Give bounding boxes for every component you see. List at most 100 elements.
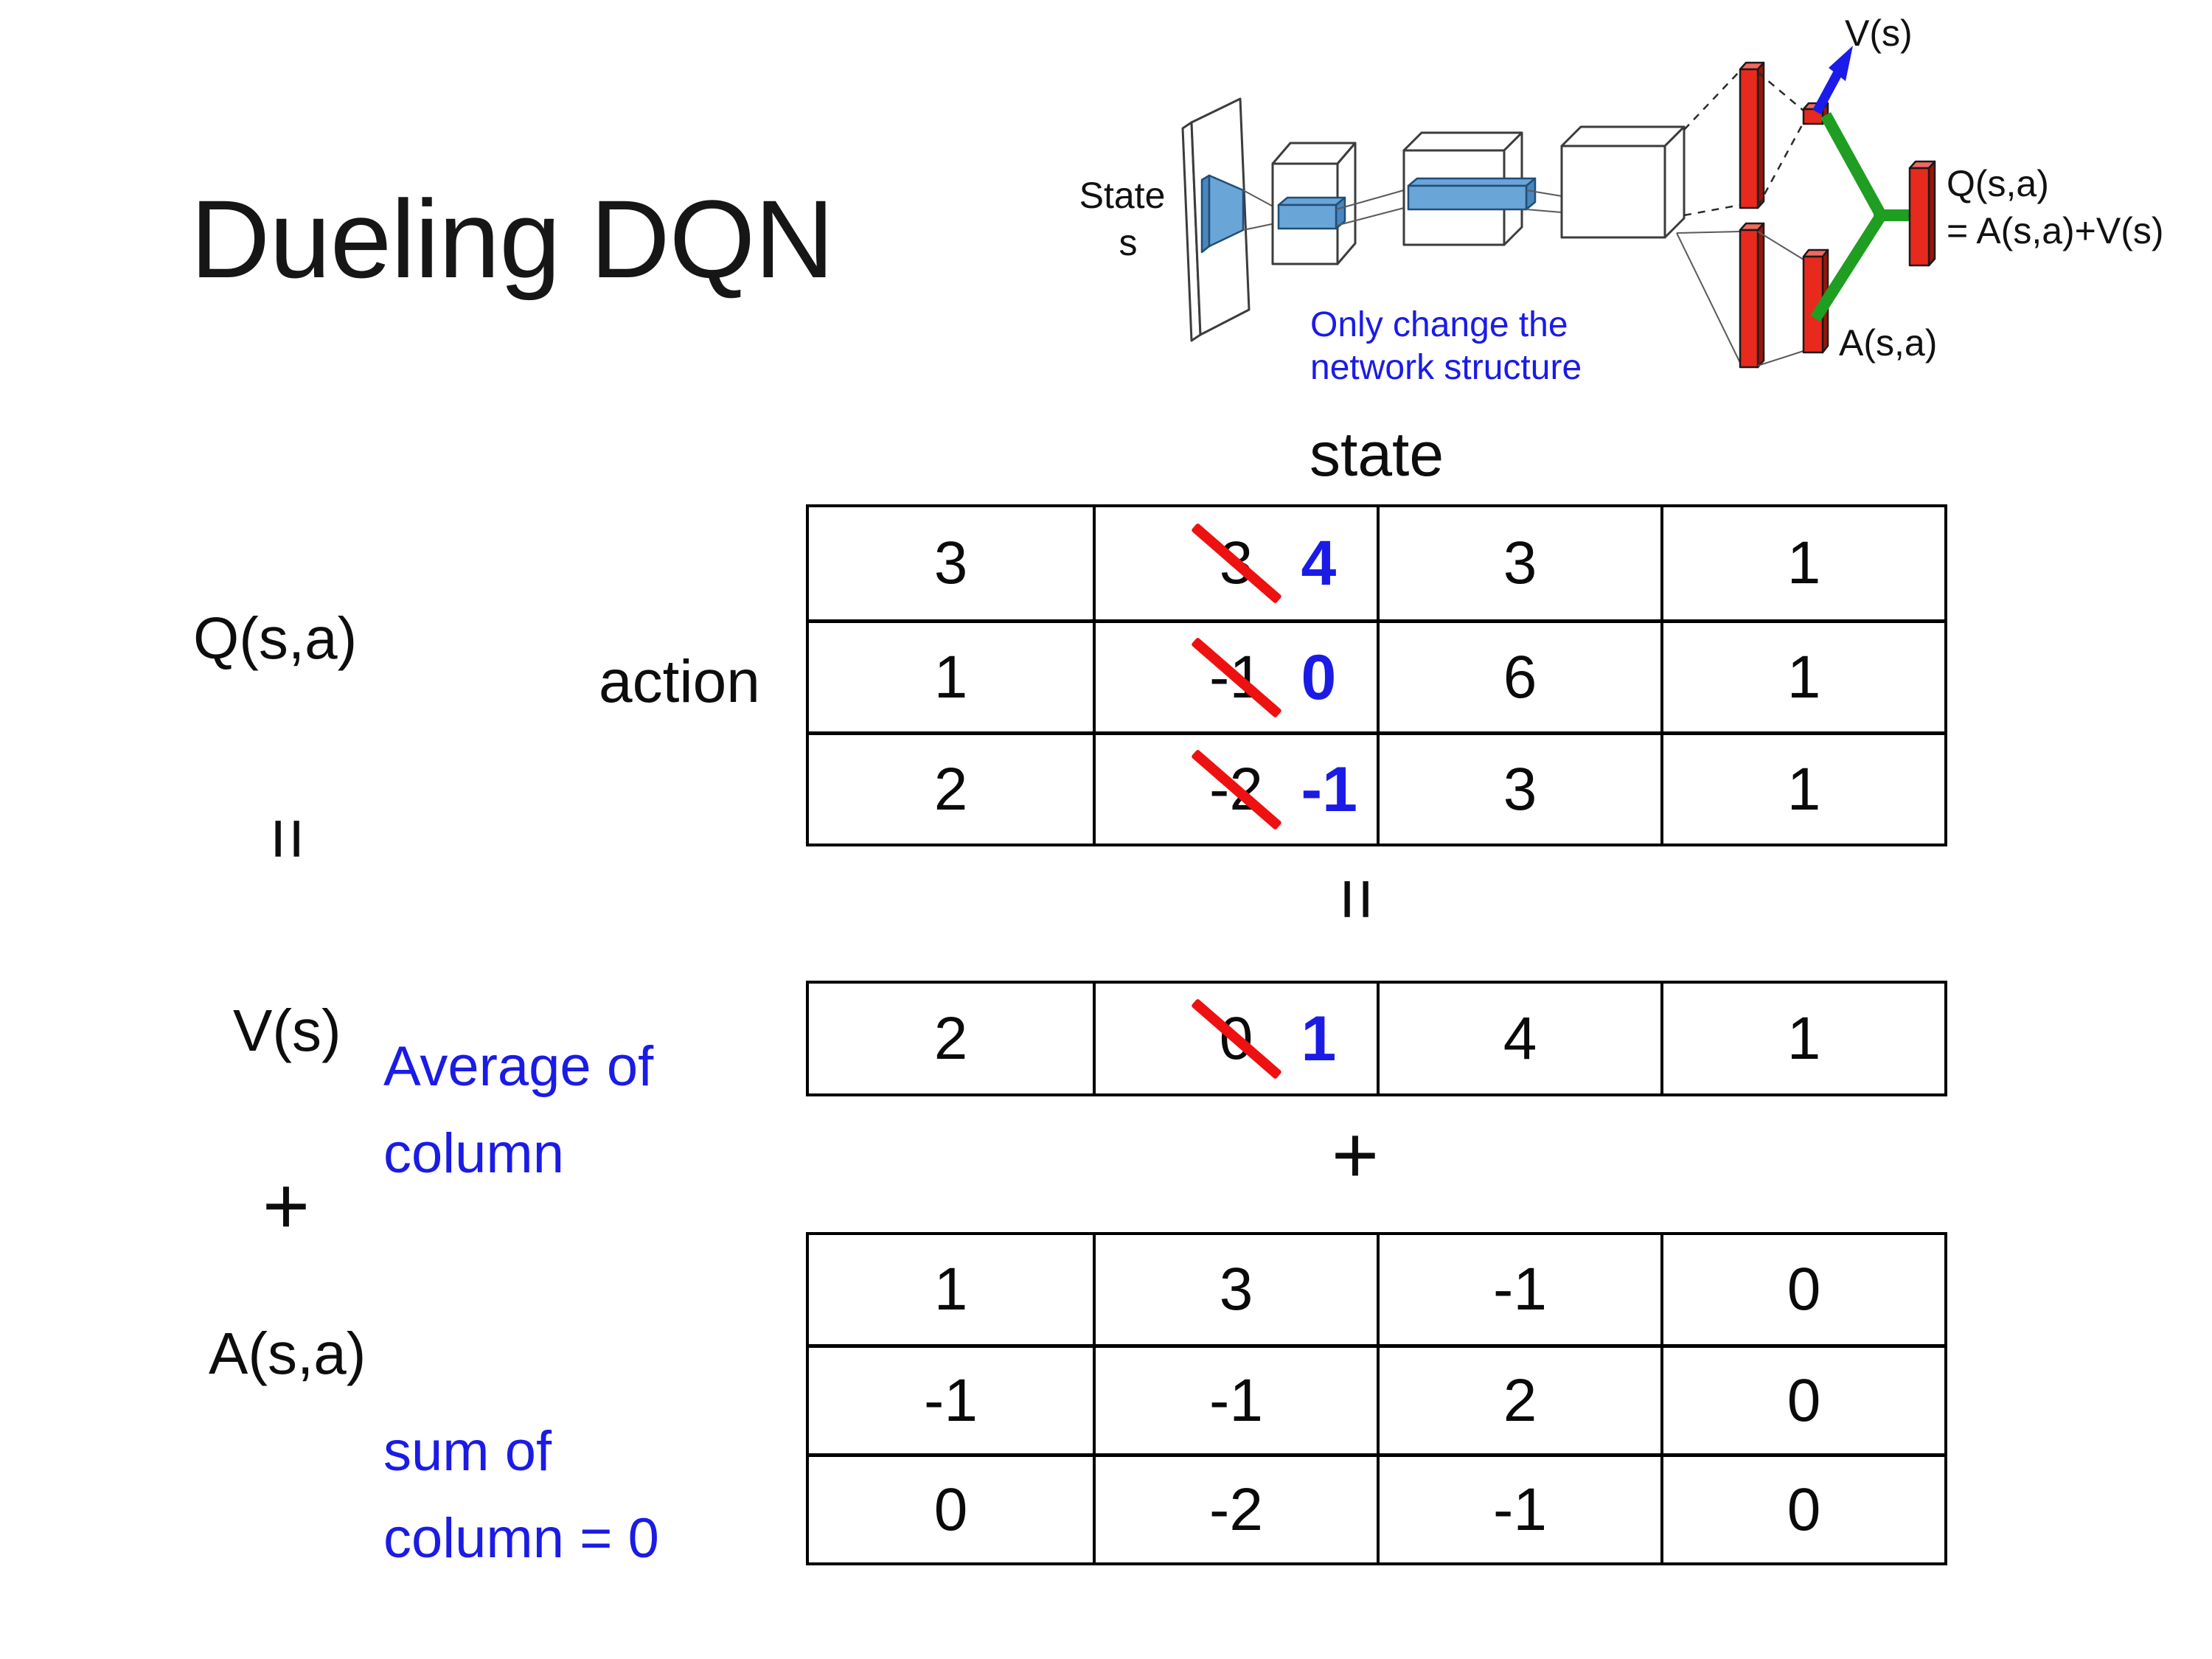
- plus-sign-center: +: [1331, 1109, 1380, 1200]
- cell-value: 1: [1787, 643, 1821, 711]
- sum-note: sum of column = 0: [383, 1408, 659, 1582]
- state-axis-label: state: [1310, 420, 1444, 489]
- table-cell: 1: [1660, 507, 1944, 619]
- table-cell: 1: [809, 1235, 1093, 1344]
- sum-note-line1: sum of: [383, 1420, 552, 1483]
- average-note: Average of column: [383, 1023, 653, 1197]
- conv-layer-3: [1560, 125, 1686, 239]
- cell-value: 3: [933, 529, 968, 597]
- cell-replacement-value: 0: [1301, 641, 1337, 713]
- table-cell: 6: [1377, 619, 1660, 731]
- q-output-bar: [1908, 160, 1936, 267]
- table-cell: 2: [1377, 1344, 1660, 1453]
- cell-value: 2: [933, 1004, 968, 1072]
- table-cell: -1: [1377, 1235, 1660, 1344]
- diagram-note-line2: network structure: [1310, 348, 1582, 387]
- table-cell: 1: [1660, 619, 1944, 731]
- table-cell: -2: [1093, 1453, 1377, 1562]
- cell-value: -2: [1209, 1475, 1263, 1543]
- table-cell: 01: [1093, 984, 1377, 1093]
- q-matrix-label: Q(s,a): [193, 605, 358, 671]
- conv-patch-icon: [1200, 174, 1245, 254]
- fan-line: [1335, 207, 1405, 226]
- cell-value: -1: [1493, 1475, 1547, 1543]
- state-input-label: State: [1079, 175, 1166, 216]
- average-note-line1: Average of: [383, 1035, 654, 1098]
- page-title: Dueling DQN: [190, 177, 835, 301]
- table-cell: 3: [1377, 731, 1660, 844]
- v-matrix-label: V(s): [233, 998, 341, 1063]
- cell-value: 0: [1787, 1475, 1821, 1543]
- cell-replacement-value: 1: [1301, 1003, 1337, 1074]
- cell-value: 3: [1503, 755, 1537, 823]
- cell-replacement-value: -1: [1301, 754, 1357, 825]
- table-cell: -1: [809, 1344, 1093, 1453]
- fan-line: [1335, 189, 1405, 210]
- cell-replacement-value: 4: [1301, 528, 1337, 599]
- cell-value: 1: [1787, 1004, 1821, 1072]
- cell-value: 6: [1503, 643, 1537, 711]
- table-cell: 3: [809, 507, 1093, 619]
- equals-sign-center: =: [1315, 877, 1399, 921]
- table-cell: -1: [1377, 1453, 1660, 1562]
- state-input-label-s: s: [1119, 222, 1138, 263]
- fan-line: [1526, 189, 1562, 197]
- cell-value: 3: [1219, 1256, 1253, 1323]
- table-cell: 1: [809, 619, 1093, 731]
- v-output-arrow-icon: [1812, 46, 1853, 115]
- action-axis-label: action: [599, 648, 760, 715]
- table-cell: 0: [809, 1453, 1093, 1562]
- table-cell: 2: [809, 984, 1093, 1093]
- fan-line: [1526, 209, 1562, 213]
- cell-value: 1: [933, 643, 968, 711]
- dashed-link: [1683, 70, 1741, 131]
- sum-note-line2: column = 0: [383, 1506, 659, 1570]
- value-stream-bar: [1739, 61, 1765, 209]
- table-cell: 4: [1377, 984, 1660, 1093]
- table-cell: 0: [1660, 1344, 1944, 1453]
- advantage-table: 1 3 -1 0 -1 -1 2 0 0 -2 -1 0: [806, 1232, 1947, 1565]
- a-matrix-label: A(s,a): [209, 1321, 366, 1386]
- dueling-network-diagram: State s V(s) Q(s,a) = A(s,a)+V(s) A(s,a)…: [1079, 13, 2164, 387]
- cell-value: 2: [1503, 1366, 1537, 1434]
- fan-line: [1676, 231, 1741, 234]
- table-cell: -1: [1093, 1344, 1377, 1453]
- dashed-link: [1756, 122, 1805, 207]
- table-cell: 1: [1660, 731, 1944, 844]
- table-cell: 0: [1660, 1453, 1944, 1562]
- cell-value: 3: [1503, 529, 1537, 597]
- cell-value: 0: [1787, 1366, 1821, 1434]
- plus-sign-left: +: [262, 1160, 310, 1251]
- table-cell: 2: [809, 731, 1093, 844]
- dashed-link: [1683, 204, 1741, 217]
- aggregation-link: [1810, 112, 1913, 322]
- advantage-stream-bar: [1739, 222, 1765, 369]
- diagram-note-line1: Only change the: [1310, 305, 1568, 344]
- feature-box-1: [1277, 196, 1346, 230]
- feature-box-2: [1407, 177, 1537, 211]
- table-cell: 34: [1093, 507, 1377, 619]
- cell-value: 1: [933, 1256, 968, 1323]
- q-output-label: Q(s,a): [1947, 163, 2049, 204]
- table-cell: -2-1: [1093, 731, 1377, 844]
- table-cell: 0: [1660, 1235, 1944, 1344]
- cell-value: 1: [1787, 755, 1821, 823]
- average-note-line2: column: [383, 1121, 564, 1185]
- cell-value: 0: [1787, 1256, 1821, 1323]
- cell-value: 4: [1503, 1004, 1537, 1072]
- cell-value: -1: [924, 1366, 978, 1434]
- table-cell: 1: [1660, 984, 1944, 1093]
- table-cell: -10: [1093, 619, 1377, 731]
- equals-sign-left: =: [246, 816, 330, 860]
- q-output-formula: = A(s,a)+V(s): [1947, 210, 2164, 251]
- table-cell: 3: [1093, 1235, 1377, 1344]
- cell-value: 2: [933, 755, 968, 823]
- fan-line: [1676, 232, 1741, 364]
- cell-value: -1: [1493, 1256, 1547, 1323]
- fan-line: [1757, 350, 1804, 366]
- v-output-label: V(s): [1845, 13, 1913, 54]
- cell-value: -1: [1209, 1366, 1263, 1434]
- state-value-table: 2 01 4 1: [806, 981, 1947, 1096]
